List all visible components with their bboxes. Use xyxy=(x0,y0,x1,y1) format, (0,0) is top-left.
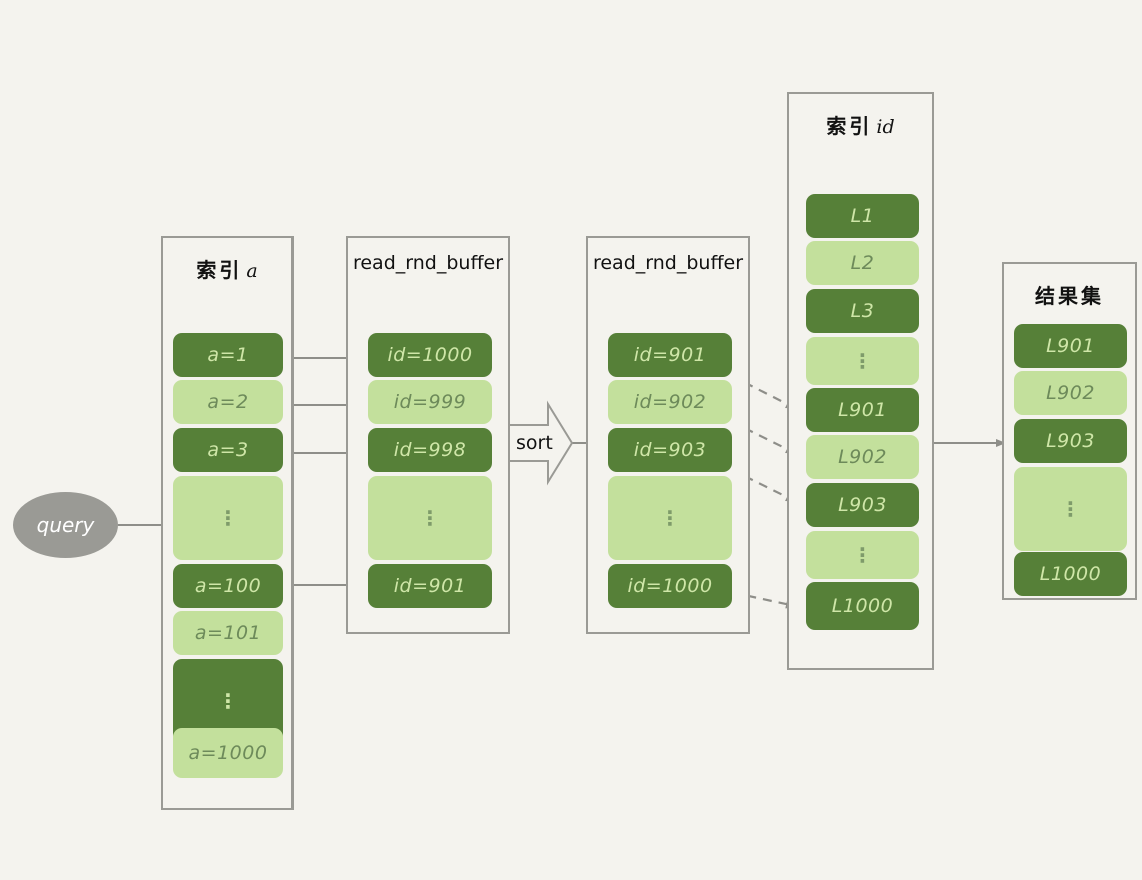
index-id-cell-7-label: ⋮ xyxy=(852,542,873,567)
result-set-cell-3-label: ⋮ xyxy=(1060,496,1081,521)
index-id-cell-8[interactable]: L1000 xyxy=(806,582,919,630)
index-a-cell-7-label: a=1000 xyxy=(188,742,268,764)
panel-result-set-title: 结果集 xyxy=(1004,280,1135,309)
result-set-cell-4-label: L1000 xyxy=(1039,563,1102,585)
panel-buffer-unsorted: read_rnd_buffer id=1000 id=999 id=998 ⋮ … xyxy=(346,236,510,634)
buffer-unsorted-cell-0[interactable]: id=1000 xyxy=(368,333,492,377)
result-set-cell-4[interactable]: L1000 xyxy=(1014,552,1127,596)
query-label: query xyxy=(36,513,95,537)
index-id-cell-1-label: L2 xyxy=(850,252,875,274)
result-set-cell-1-label: L902 xyxy=(1046,382,1095,404)
index-a-cell-4-label: a=100 xyxy=(194,575,262,597)
buffer-unsorted-cell-3-label: ⋮ xyxy=(420,505,440,530)
index-a-cell-0[interactable]: a=1 xyxy=(173,333,283,377)
buffer-sorted-cell-0[interactable]: id=901 xyxy=(608,333,732,377)
buffer-sorted-cell-1[interactable]: id=902 xyxy=(608,380,732,424)
buffer-unsorted-cell-4[interactable]: id=901 xyxy=(368,564,492,608)
panel-buffer-unsorted-title: read_rnd_buffer xyxy=(348,252,508,274)
query-node[interactable]: query xyxy=(13,492,118,558)
index-a-cell-6-label: ⋮ xyxy=(218,688,238,713)
result-set-cell-1[interactable]: L902 xyxy=(1014,371,1127,415)
buffer-sorted-cell-1-label: id=902 xyxy=(633,391,707,413)
index-id-cell-6-label: L903 xyxy=(838,494,887,516)
buffer-sorted-cell-2[interactable]: id=903 xyxy=(608,428,732,472)
buffer-unsorted-cell-2[interactable]: id=998 xyxy=(368,428,492,472)
index-a-cell-7[interactable]: a=1000 xyxy=(173,728,283,778)
buffer-sorted-cell-3-label: ⋮ xyxy=(660,505,680,530)
index-id-cell-3-label: ⋮ xyxy=(852,348,873,373)
panel-result-set: 结果集 L901 L902 L903 ⋮ L1000 xyxy=(1002,262,1137,600)
index-id-cell-5[interactable]: L902 xyxy=(806,435,919,479)
index-a-cell-1-label: a=2 xyxy=(207,391,249,413)
result-set-cell-2[interactable]: L903 xyxy=(1014,419,1127,463)
panel-index-a-title-ltr: a xyxy=(246,260,258,282)
buffer-sorted-cell-2-label: id=903 xyxy=(633,439,707,461)
panel-index-id-title-ltr: id xyxy=(876,116,895,138)
index-id-cell-1[interactable]: L2 xyxy=(806,241,919,285)
index-id-cell-6[interactable]: L903 xyxy=(806,483,919,527)
sort-label: sort xyxy=(516,432,553,454)
result-set-cell-0-label: L901 xyxy=(1046,335,1095,357)
index-id-cell-3[interactable]: ⋮ xyxy=(806,337,919,385)
index-a-cell-2-label: a=3 xyxy=(207,439,249,461)
buffer-sorted-cell-4[interactable]: id=1000 xyxy=(608,564,732,608)
buffer-unsorted-cell-1[interactable]: id=999 xyxy=(368,380,492,424)
panel-buffer-unsorted-title-text: read_rnd_buffer xyxy=(352,252,504,274)
index-a-cell-3-label: ⋮ xyxy=(218,505,238,530)
index-id-cell-8-label: L1000 xyxy=(831,595,894,617)
panel-result-set-title-text: 结果集 xyxy=(1035,284,1104,308)
index-a-cell-0-label: a=1 xyxy=(207,344,249,366)
buffer-sorted-cell-4-label: id=1000 xyxy=(627,575,713,597)
buffer-unsorted-cell-0-label: id=1000 xyxy=(387,344,473,366)
panel-buffer-sorted-title-text: read_rnd_buffer xyxy=(592,252,744,274)
panel-buffer-sorted-title: read_rnd_buffer xyxy=(588,252,748,274)
buffer-sorted-cell-0-label: id=901 xyxy=(633,344,707,366)
index-id-cell-4-label: L901 xyxy=(838,399,887,421)
sort-arrow-shape xyxy=(508,400,574,486)
index-id-cell-0-label: L1 xyxy=(850,205,875,227)
index-id-cell-2[interactable]: L3 xyxy=(806,289,919,333)
buffer-unsorted-cell-4-label: id=901 xyxy=(393,575,467,597)
index-id-cell-7[interactable]: ⋮ xyxy=(806,531,919,579)
panel-index-a-title-cn: 索引 xyxy=(196,258,243,282)
index-id-cell-2-label: L3 xyxy=(850,300,875,322)
index-id-cell-5-label: L902 xyxy=(838,446,887,468)
result-set-cell-0[interactable]: L901 xyxy=(1014,324,1127,368)
index-id-cell-4[interactable]: L901 xyxy=(806,388,919,432)
index-id-cell-0[interactable]: L1 xyxy=(806,194,919,238)
result-set-cell-2-label: L903 xyxy=(1046,430,1095,452)
index-a-cell-4[interactable]: a=100 xyxy=(173,564,283,608)
buffer-unsorted-cell-1-label: id=999 xyxy=(393,391,467,413)
index-a-cell-5-label: a=101 xyxy=(194,622,262,644)
index-a-cell-3[interactable]: ⋮ xyxy=(173,476,283,560)
result-set-cell-3[interactable]: ⋮ xyxy=(1014,467,1127,551)
sort-node[interactable]: sort xyxy=(508,398,574,488)
index-a-cell-2[interactable]: a=3 xyxy=(173,428,283,472)
buffer-unsorted-cell-2-label: id=998 xyxy=(393,439,467,461)
index-a-cell-5[interactable]: a=101 xyxy=(173,611,283,655)
buffer-sorted-cell-3[interactable]: ⋮ xyxy=(608,476,732,560)
panel-buffer-sorted: read_rnd_buffer id=901 id=902 id=903 ⋮ i… xyxy=(586,236,750,634)
index-a-cell-1[interactable]: a=2 xyxy=(173,380,283,424)
panel-index-id-title-cn: 索引 xyxy=(826,114,873,138)
buffer-unsorted-cell-3[interactable]: ⋮ xyxy=(368,476,492,560)
